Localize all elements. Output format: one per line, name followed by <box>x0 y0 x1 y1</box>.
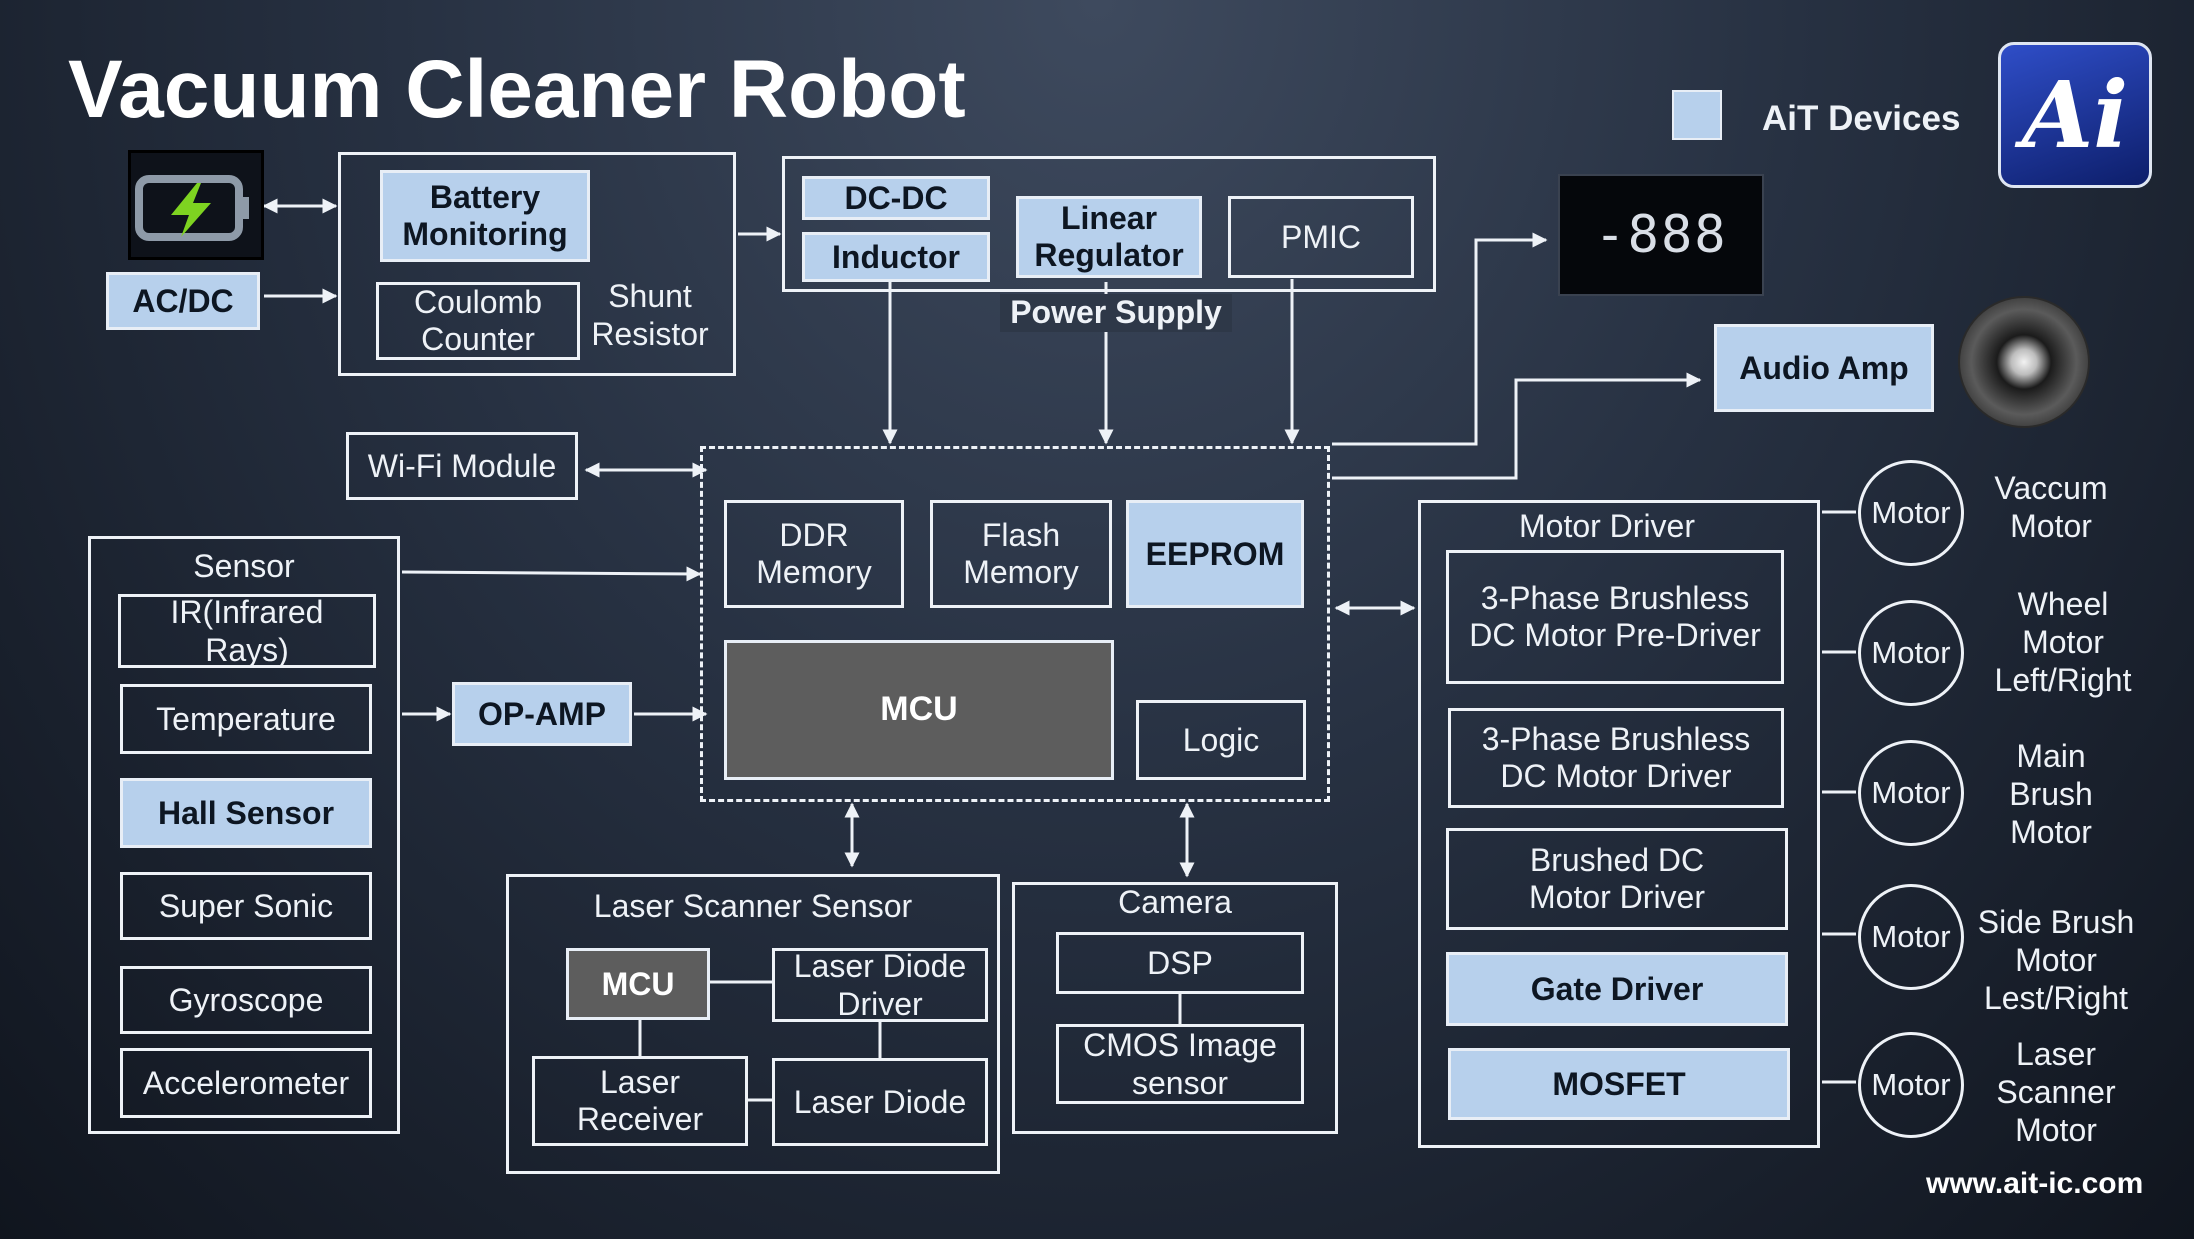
bldc-pre-driver-box: 3-Phase Brushless DC Motor Pre-Driver <box>1446 550 1784 684</box>
motor-circle-main-brush: Motor <box>1858 740 1964 846</box>
flash-memory-box: Flash Memory <box>930 500 1112 608</box>
motor-label-vacuum: Vaccum Motor <box>1994 470 2108 544</box>
motor-label-main-brush: Main Brush Motor <box>2009 738 2093 850</box>
motor-circle-laser-scanner: Motor <box>1858 1032 1964 1138</box>
sensor-title: Sensor <box>193 548 295 584</box>
laser-diode-driver-box: Laser Diode Driver <box>772 948 988 1022</box>
lcd-display-icon: -888 <box>1558 174 1764 296</box>
linear-regulator-box: Linear Regulator <box>1016 196 1202 278</box>
website-link[interactable]: www.ait-ic.com <box>1926 1167 2144 1200</box>
speaker-icon <box>1958 296 2090 428</box>
coulomb-counter-box: Coulomb Counter <box>376 282 580 360</box>
eeprom-box: EEPROM <box>1126 500 1304 608</box>
opamp-box: OP-AMP <box>452 682 632 746</box>
bldc-driver-box: 3-Phase Brushless DC Motor Driver <box>1448 708 1784 808</box>
ait-logo: Ai <box>1998 42 2152 188</box>
mcu-box: MCU <box>724 640 1114 780</box>
audio-link <box>1332 372 1702 480</box>
motor-driver-container <box>1418 500 1820 1148</box>
display-link <box>1332 232 1548 446</box>
dsp-box: DSP <box>1056 932 1304 994</box>
ddr-memory-box: DDR Memory <box>724 500 904 608</box>
mosfet-box: MOSFET <box>1448 1048 1790 1120</box>
pmic-box: PMIC <box>1228 196 1414 278</box>
motor-label-wheel: Wheel Motor Left/Right <box>1994 586 2132 698</box>
motor-label-laser-scanner: Laser Scanner Motor <box>1996 1036 2116 1148</box>
motor-circle-side-brush: Motor <box>1858 884 1964 990</box>
sensor-link <box>401 566 702 582</box>
sensor-item-accelerometer: Accelerometer <box>120 1048 372 1118</box>
page-title: Vacuum Cleaner Robot <box>68 44 966 135</box>
sensor-item-temperature: Temperature <box>120 684 372 754</box>
power-monitor-container <box>338 152 736 376</box>
cmos-sensor-box: CMOS Image sensor <box>1056 1024 1304 1104</box>
mcu-block-container <box>700 446 1330 802</box>
motor-circle-vacuum: Motor <box>1858 460 1964 566</box>
sensor-container <box>88 536 400 1134</box>
brushed-dc-driver-box: Brushed DC Motor Driver <box>1446 828 1788 930</box>
laser-receiver-box: Laser Receiver <box>532 1056 748 1146</box>
power-supply-label: Power Supply <box>1000 294 1232 332</box>
audio-amp-box: Audio Amp <box>1714 324 1934 412</box>
motor-driver-title: Motor Driver <box>1518 508 1695 544</box>
legend-swatch <box>1672 90 1722 140</box>
battery-charging-icon <box>128 150 264 260</box>
sensor-item-ir: IR(Infrared Rays) <box>118 594 376 668</box>
camera-container <box>1012 882 1338 1134</box>
gate-driver-box: Gate Driver <box>1446 952 1788 1026</box>
shunt-resistor-label: Shunt Resistor <box>591 278 709 352</box>
camera-title: Camera <box>1118 884 1232 920</box>
inductor-box: Inductor <box>802 232 990 282</box>
power-supply-container <box>782 156 1436 292</box>
logic-box: Logic <box>1136 700 1306 780</box>
battery-monitoring-box: Battery Monitoring <box>380 170 590 262</box>
wifi-module-box: Wi-Fi Module <box>346 432 578 500</box>
legend-label: AiT Devices <box>1762 99 1961 138</box>
motor-label-side-brush: Side Brush Motor Lest/Right <box>1977 904 2135 1016</box>
logo-text: Ai <box>2021 61 2129 169</box>
laser-mcu-box: MCU <box>566 948 710 1020</box>
dcdc-box: DC-DC <box>802 176 990 220</box>
sensor-item-gyroscope: Gyroscope <box>120 966 372 1034</box>
laser-scanner-title: Laser Scanner Sensor <box>593 888 913 924</box>
motor-circle-wheel: Motor <box>1858 600 1964 706</box>
sensor-item-hall: Hall Sensor <box>120 778 372 848</box>
laser-diode-box: Laser Diode <box>772 1058 988 1146</box>
laser-scanner-container <box>506 874 1000 1174</box>
sensor-item-supersonic: Super Sonic <box>120 872 372 940</box>
acdc-box: AC/DC <box>106 272 260 330</box>
lcd-digits: -888 <box>1594 205 1728 265</box>
